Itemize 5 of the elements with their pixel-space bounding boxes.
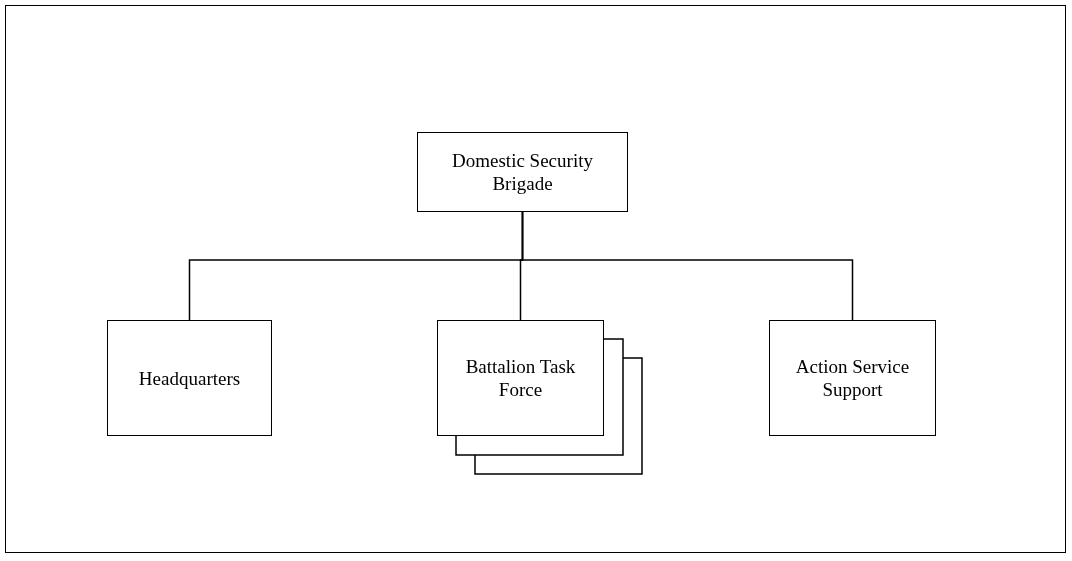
connector-line <box>521 211 854 321</box>
org-unit-box: Action Service Support <box>769 320 936 436</box>
org-unit-box: Domestic Security Brigade <box>417 132 628 212</box>
org-unit-box: Headquarters <box>107 320 272 436</box>
org-unit-box: Battalion Task Force <box>437 320 604 436</box>
